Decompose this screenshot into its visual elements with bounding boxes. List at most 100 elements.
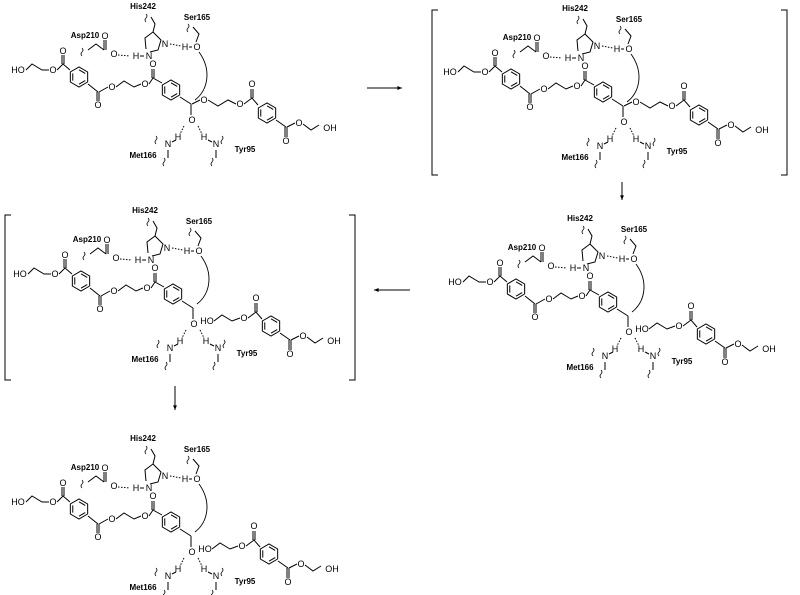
residue-label-asp210: Asp210 <box>503 33 532 42</box>
atom-label: H <box>177 336 184 346</box>
bond-chain <box>519 45 537 53</box>
atom-label: N <box>578 53 585 63</box>
wavy-bond-icon <box>618 25 622 35</box>
atom-label: H <box>638 344 645 354</box>
atom-label: O <box>250 521 257 531</box>
atom-label: O <box>108 514 115 524</box>
double-bond <box>270 329 278 334</box>
atom-label: O <box>141 511 148 521</box>
residue-label-his242: His242 <box>130 434 156 443</box>
atom-label: HO <box>11 497 25 507</box>
bond-chain <box>211 542 239 550</box>
residue-label-asp210: Asp210 <box>508 243 537 252</box>
bond-chain <box>580 79 595 87</box>
bond-chain <box>87 475 105 483</box>
bond-chain <box>150 281 165 289</box>
atom-label: O <box>193 474 200 484</box>
atom-label: O <box>61 250 68 260</box>
atom-label: H <box>182 474 189 484</box>
atom-label: O <box>297 559 304 569</box>
residue-label-met166: Met166 <box>561 153 589 162</box>
atom-label: H <box>203 336 210 346</box>
atom-label: O <box>101 31 108 41</box>
double-bond <box>170 514 178 519</box>
atom-label: O <box>586 271 593 281</box>
bond <box>171 139 177 143</box>
bond <box>530 88 541 95</box>
intermediate-2-bracket-left <box>4 214 11 381</box>
wavy-bond-icon <box>82 251 86 261</box>
atom-label: O <box>96 304 103 314</box>
wavy-bond-icon <box>657 347 661 357</box>
bond-chain <box>192 458 200 475</box>
atom-label: HO <box>11 65 25 75</box>
bond-chain <box>552 292 579 300</box>
benzene-ring <box>593 81 613 103</box>
bond <box>98 518 109 525</box>
double-bond <box>266 105 274 110</box>
bond-chain <box>488 65 503 73</box>
bond <box>290 335 300 341</box>
atom-label: N <box>146 51 153 61</box>
atom-label: HO <box>200 316 214 326</box>
bond-chain <box>304 564 322 572</box>
wavy-bond-icon <box>594 159 598 169</box>
double-bond <box>78 501 86 506</box>
curved-arrow-icon <box>626 53 640 103</box>
double-bond <box>515 281 523 286</box>
atom-label: O <box>675 321 682 331</box>
double-bond <box>80 284 88 289</box>
atom-label: O <box>59 478 66 488</box>
residue-label-ser165: Ser165 <box>184 445 211 454</box>
hydrogen-bond <box>616 337 622 347</box>
bond-chain <box>581 243 591 262</box>
atom-label: HO <box>13 269 27 279</box>
bond-chain <box>87 515 99 525</box>
atom-label: O <box>734 339 741 349</box>
benzene-ring <box>71 270 91 292</box>
bond <box>191 99 201 105</box>
atom-label: N <box>146 483 153 493</box>
reaction-arrow-down-2-head-icon <box>173 405 177 410</box>
double-bond <box>705 337 713 342</box>
double-bond <box>607 305 615 310</box>
hydrogen-bond <box>169 43 182 47</box>
atom-label: H <box>619 254 626 264</box>
bond <box>286 122 296 128</box>
residue-label-asp210: Asp210 <box>73 235 102 244</box>
atom-label: O <box>632 97 639 107</box>
benzene-ring <box>257 102 277 124</box>
bond-chain <box>547 82 574 90</box>
bond-chain <box>524 255 542 263</box>
atom-label: H <box>133 51 140 61</box>
wavy-bond-icon <box>144 445 148 455</box>
hydrogen-bond <box>179 125 185 135</box>
benzene-ring <box>501 68 521 90</box>
bond-chain <box>115 512 142 520</box>
bond-chain <box>58 267 73 275</box>
residue-label-asp210: Asp210 <box>71 463 100 472</box>
bond-chain <box>27 267 51 275</box>
bond-chain <box>277 560 289 569</box>
atom-label: O <box>200 95 207 105</box>
bond-chain <box>152 220 158 237</box>
benzene-ring <box>259 543 279 565</box>
benzene-ring <box>696 323 716 345</box>
double-bond <box>172 286 180 291</box>
intermediate-2-bracket-right <box>349 214 356 381</box>
bond <box>644 351 650 355</box>
atom-label: H <box>135 255 142 265</box>
residue-label-met166: Met166 <box>129 583 157 592</box>
bond <box>207 139 213 143</box>
residue-label-met166: Met166 <box>129 151 157 160</box>
atom-label: O <box>110 286 117 296</box>
atom-label: O <box>94 100 101 110</box>
atom-label: H <box>614 44 621 54</box>
bond <box>171 571 177 575</box>
atom-label: H <box>175 132 182 142</box>
atom-label: O <box>108 82 115 92</box>
bond-chain <box>117 284 144 292</box>
hydrogen-bond <box>554 266 568 269</box>
